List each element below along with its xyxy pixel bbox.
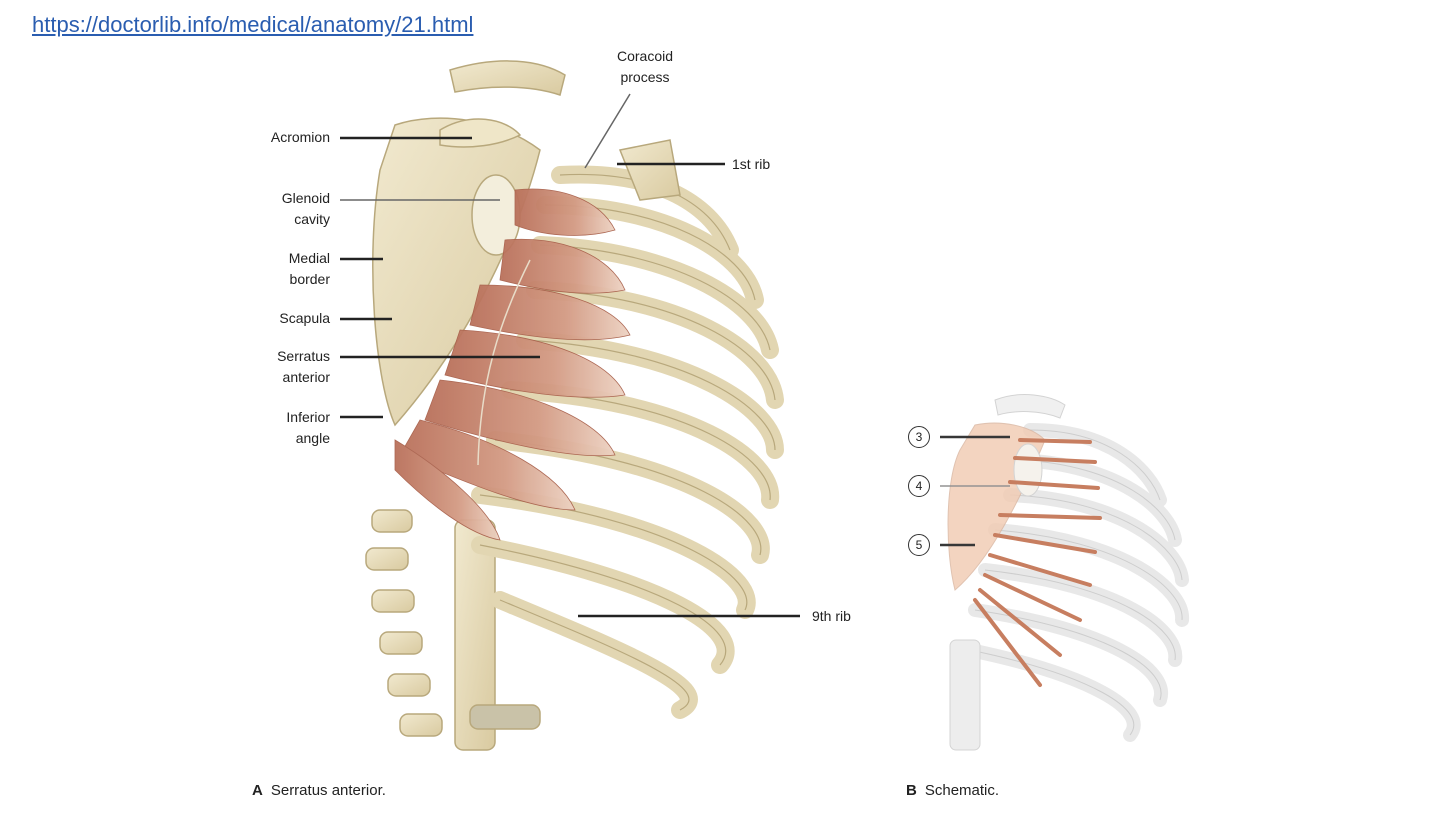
source-url-link[interactable]: https://doctorlib.info/medical/anatomy/2… [32,12,474,37]
caption-a: A Serratus anterior. [252,782,386,799]
label-9th-rib: 9th rib [812,608,851,624]
caption-b-text: Schematic. [924,782,1000,799]
figure-a-thorax [340,60,800,751]
label-medial-border: Medial border [288,250,330,287]
acromion [439,118,522,148]
label-scapula: Scapula [279,310,330,326]
clavicle [449,60,566,96]
caption-a-text: Serratus anterior. [270,782,386,799]
label-inferior-angle: Inferior angle [286,409,330,446]
marker-3: 3 [908,426,930,448]
label-acromion: Acromion [270,129,330,145]
caption-a-letter: A [252,782,263,799]
caption-b: B Schematic. [906,782,999,799]
leader-lines-a [340,93,800,618]
sternum-manubrium [618,139,681,201]
label-coracoid-process: Coracoid process [616,48,674,85]
marker-5: 5 [908,534,930,556]
label-serratus-anterior: Serratus anterior [277,348,330,385]
schematic-muscle-slips [973,438,1102,687]
figure-b-schematic [940,394,1190,751]
vertebral-column [365,509,541,751]
caption-b-letter: B [906,782,917,799]
label-1st-rib: 1st rib [732,156,771,172]
rib-outlines [479,173,776,711]
marker-4: 4 [908,475,930,497]
long-thoracic-nerve [477,259,531,466]
serratus-anterior-muscle [394,188,631,541]
label-glenoid-cavity: Glenoid cavity [281,190,330,227]
